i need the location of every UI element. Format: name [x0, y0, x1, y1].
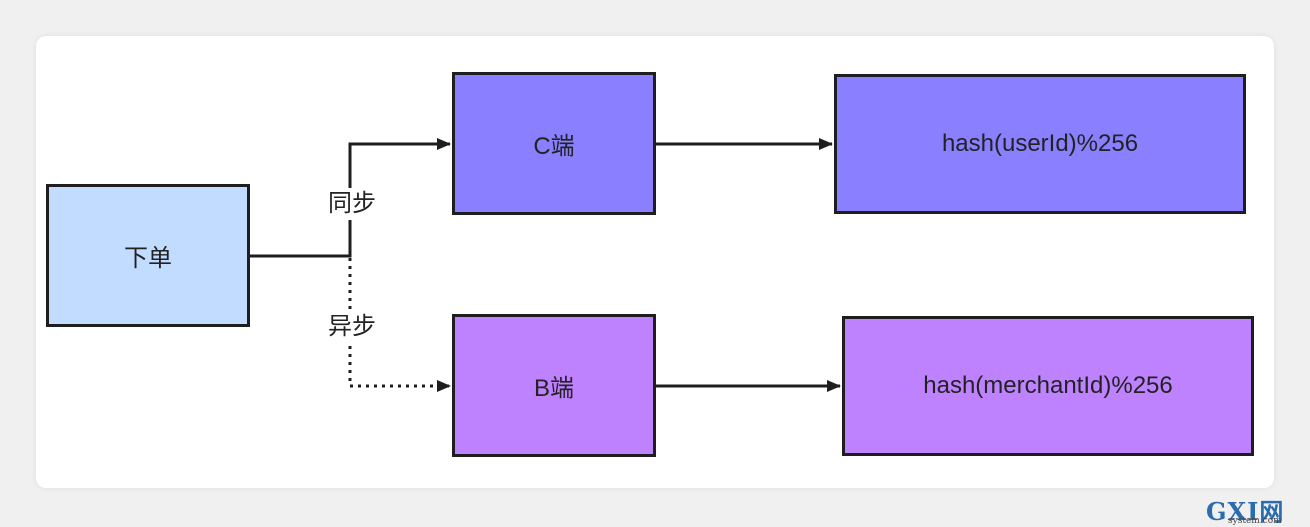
node-order: 下单 — [46, 184, 250, 327]
node-order-label: 下单 — [124, 245, 172, 272]
watermark-site: system.com — [1228, 516, 1282, 526]
node-b-side: B端 — [452, 314, 656, 457]
node-c-side-label: C端 — [533, 133, 575, 160]
edge-label-sync: 同步 — [328, 188, 376, 220]
node-hash-merchant: hash(merchantId)%256 — [842, 316, 1254, 456]
node-c-side: C端 — [452, 72, 656, 215]
node-hash-user-label: hash(userId)%256 — [941, 130, 1139, 157]
watermark-logo-text: GXI网 — [1206, 496, 1285, 526]
edge-label-async: 异步 — [328, 311, 376, 343]
watermark-logo: GXI网 system.com — [1206, 496, 1302, 527]
edge-async — [348, 258, 451, 392]
node-hash-merchant-label: hash(merchantId)%256 — [923, 372, 1173, 399]
node-b-side-label: B端 — [533, 375, 574, 402]
node-hash-user: hash(userId)%256 — [834, 74, 1246, 214]
